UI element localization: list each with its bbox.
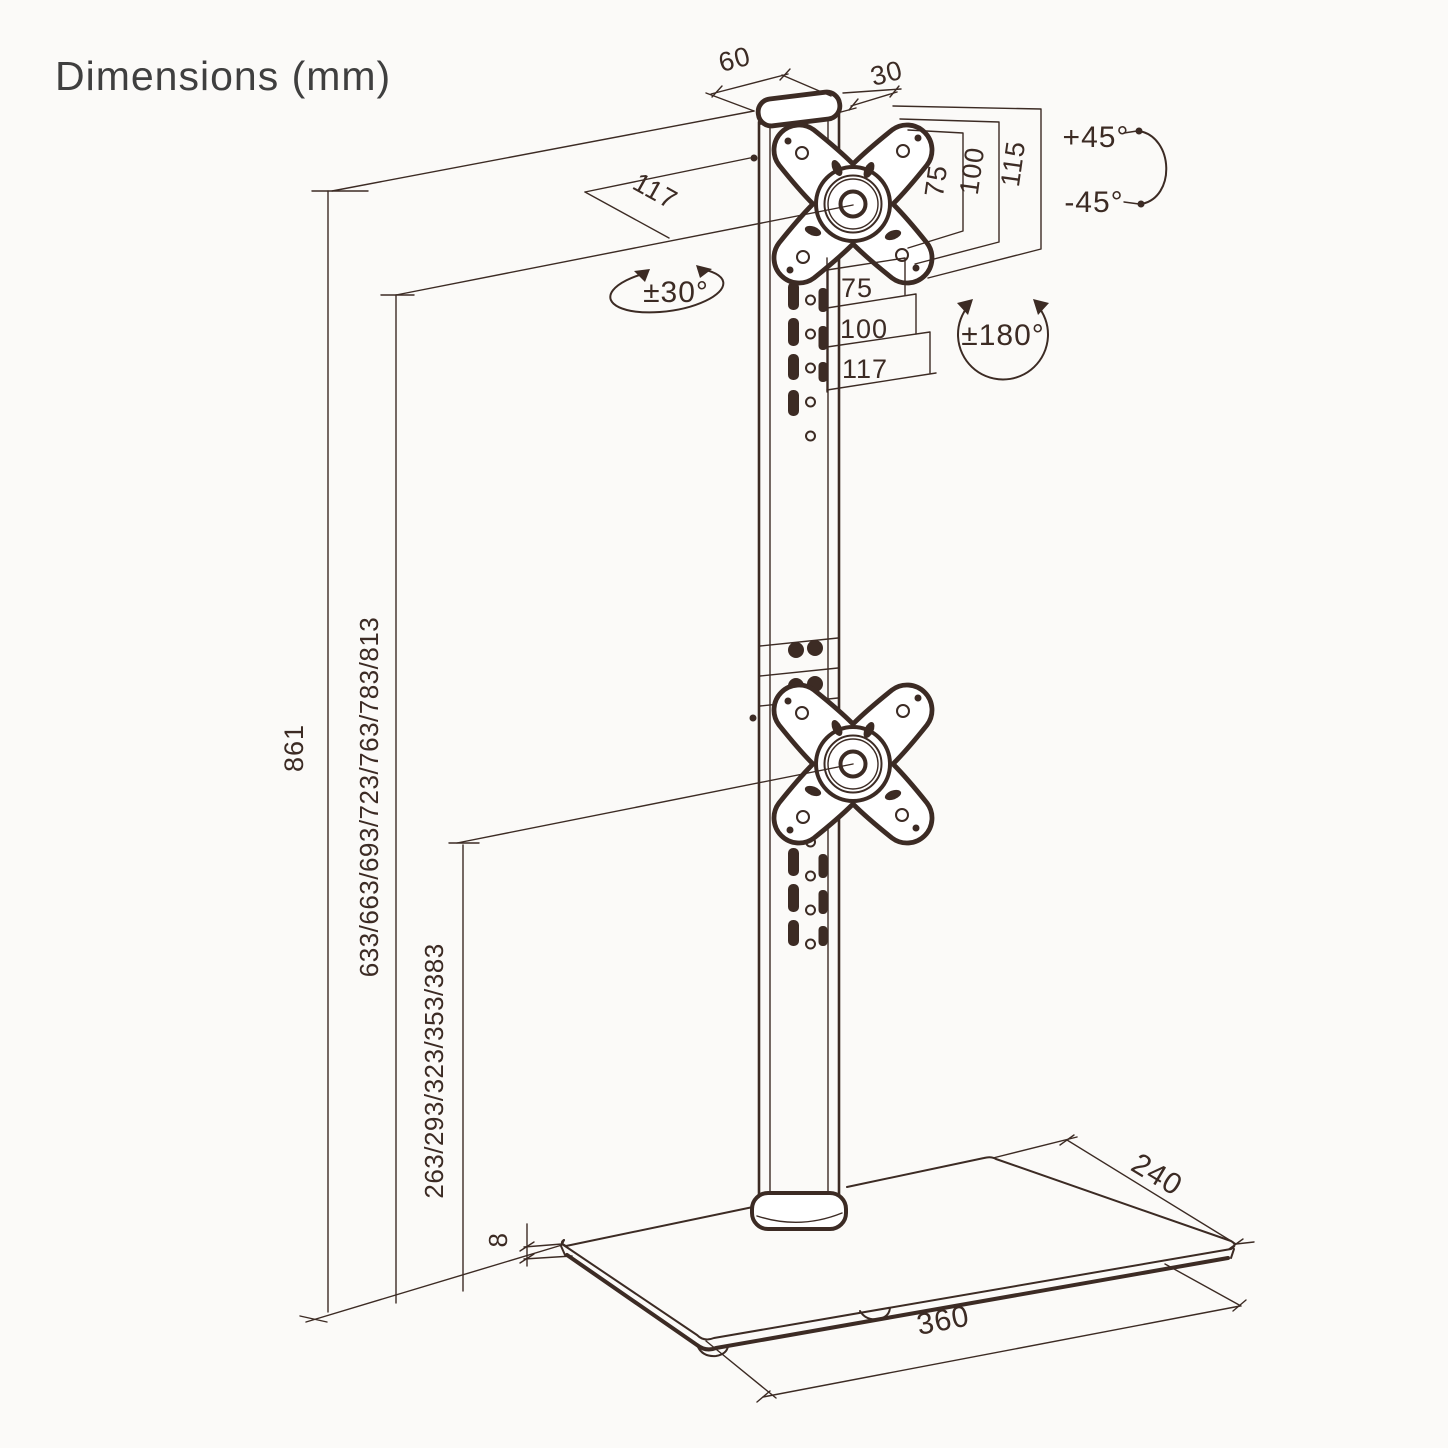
dim-label-vesa-right-115: 115 <box>995 139 1031 189</box>
dim100-bracket <box>899 118 1000 265</box>
dim115-bracket <box>892 105 1042 279</box>
rotation-arrow <box>957 299 973 315</box>
dim-label-base-depth: 240 <box>1126 1147 1188 1203</box>
dim-block-bottom <box>826 372 937 391</box>
dim-label-vesa-right-100: 100 <box>954 145 990 197</box>
dim-label-swivel: ±30° <box>643 276 709 309</box>
dim8-ext <box>523 1243 563 1248</box>
dim360-ext <box>1164 1263 1242 1307</box>
dim-label-tilt-up: +45° <box>1063 121 1130 154</box>
dim60-line <box>710 73 789 95</box>
base-front-thickness-edge <box>565 1253 1230 1352</box>
dim30-ext <box>842 88 902 94</box>
dim861-projection <box>331 110 755 192</box>
dim-label-pole-top-depth: 30 <box>867 55 906 92</box>
tilt-arrow <box>1135 127 1143 135</box>
dim-tick <box>711 85 723 98</box>
dim-upper-leader <box>395 204 854 296</box>
dim-label-base-thickness: 8 <box>483 1233 513 1248</box>
dim-tick <box>889 85 900 98</box>
base-right-tip <box>1230 1248 1235 1259</box>
tilt-arc <box>1138 130 1168 205</box>
dim-block-100 <box>826 293 917 335</box>
dim360-line <box>762 1305 1241 1398</box>
dim-lower-leader <box>456 763 854 844</box>
dim-block-75 <box>826 257 906 296</box>
dim-tick <box>756 1390 771 1403</box>
ground-projection-line <box>305 1244 563 1323</box>
dim-tick <box>1059 1134 1075 1146</box>
base-left-tip <box>560 1245 566 1256</box>
vesa-plate-top <box>774 125 932 283</box>
dim-label-lower-mount-heights: 263/293/323/353/383 <box>419 943 449 1198</box>
pole-joint-line <box>759 637 839 647</box>
swivel-arrow <box>634 269 650 282</box>
swivel-arrow <box>696 265 712 278</box>
dim117-ray <box>584 191 670 239</box>
dim-tick <box>1228 1238 1244 1250</box>
dim240-ext <box>1235 1241 1255 1245</box>
pole-joint-line <box>759 667 839 677</box>
base-foot <box>859 1307 891 1321</box>
swivel-arc <box>609 268 725 314</box>
tilt-leader <box>1123 201 1140 205</box>
pole-slots-lower <box>788 836 828 950</box>
dim60-ext <box>781 74 832 97</box>
dim-tick <box>519 1253 535 1264</box>
dim-label-vesa-bottom-100: 100 <box>840 314 888 344</box>
dim30-line <box>850 91 898 107</box>
dim-label-pole-top-width: 60 <box>715 41 754 78</box>
dim-label-upper-mount-heights: 633/663/693/723/763/783/813 <box>354 617 384 978</box>
dim-label-tilt-down: -45° <box>1064 186 1123 219</box>
dim-label-total-height: 861 <box>279 724 309 772</box>
dim360-ext <box>705 1340 777 1399</box>
base-top-surface <box>561 1156 1236 1341</box>
dim-tick <box>519 1241 535 1252</box>
dim-tick <box>848 98 859 111</box>
dim-tick <box>779 68 791 81</box>
pole-base-collar <box>750 1191 848 1231</box>
dim-label-vesa-bottom-117: 117 <box>842 354 888 384</box>
pole-base-collar-line <box>756 1212 843 1223</box>
rotation-arrow <box>1033 299 1049 315</box>
dim75-bracket <box>907 129 964 249</box>
dim117-ray <box>584 157 751 193</box>
pole-cap <box>755 89 843 129</box>
dim-label-base-width: 360 <box>914 1299 972 1342</box>
dim-block-117 <box>826 331 931 374</box>
dim240-line <box>1066 1139 1237 1245</box>
pole-side-screw <box>749 714 757 722</box>
rotation-arc <box>957 304 1049 381</box>
dim60-ext <box>705 92 755 112</box>
page-title: Dimensions (mm) <box>55 53 391 99</box>
dim-label-rotation: ±180° <box>961 319 1045 352</box>
base-foot <box>697 1345 729 1358</box>
pole-side-screw <box>750 154 758 162</box>
tilt-leader <box>1123 130 1138 134</box>
dim-label-vesa-bottom-75: 75 <box>841 273 873 303</box>
ground-tick <box>299 1315 328 1323</box>
dim-label-vesa-right-75: 75 <box>919 163 953 199</box>
pole-slots-upper <box>788 260 828 442</box>
dim240-ext <box>992 1136 1078 1159</box>
dim8-ext <box>523 1255 573 1260</box>
base-top-surface-left <box>560 1206 754 1247</box>
dimension-lines <box>299 68 1255 1403</box>
tilt-arrow <box>1137 200 1145 208</box>
dim-tick <box>1232 1299 1247 1312</box>
